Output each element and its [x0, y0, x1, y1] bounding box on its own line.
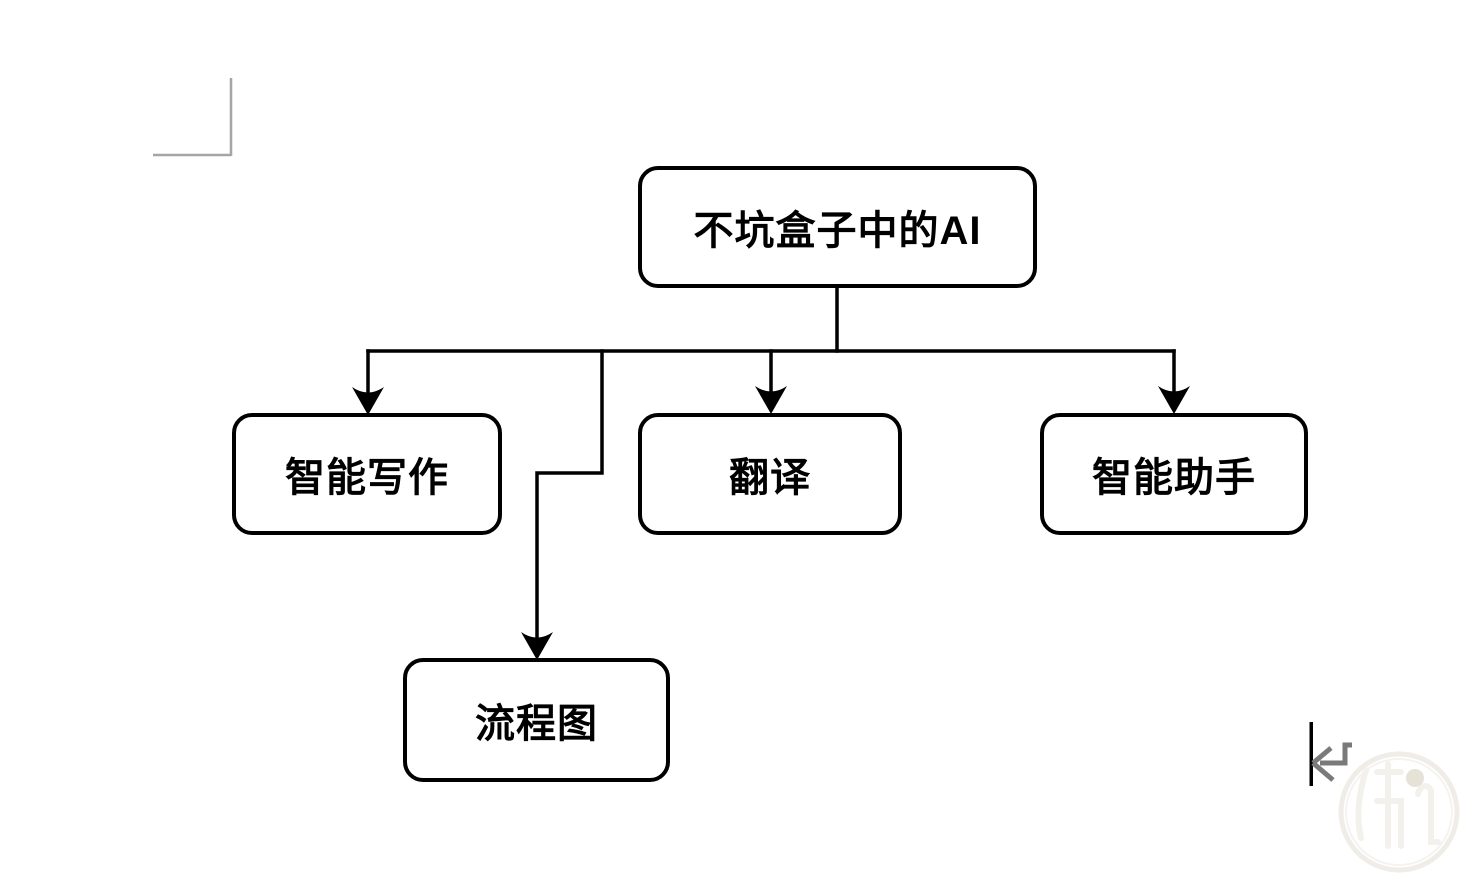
node-smart-assistant-label: 智能助手 — [1092, 456, 1256, 500]
node-root[interactable]: 不坑盒子中的AI — [638, 166, 1037, 288]
node-smart-assistant[interactable]: 智能助手 — [1040, 413, 1308, 535]
arrowhead-icon-translate — [755, 386, 787, 414]
node-smart-writing-label: 智能写作 — [285, 456, 449, 500]
watermark-dot — [1406, 769, 1424, 787]
text-cursor — [1309, 722, 1313, 786]
arrowhead-icon-smart-writing — [352, 387, 384, 415]
return-mark-stem — [1320, 742, 1352, 766]
page-margin-corner-mark — [153, 78, 233, 157]
return-mark-icon — [1311, 742, 1352, 782]
node-flowchart-label: 流程图 — [475, 702, 598, 746]
edge-branch-flowchart — [535, 349, 604, 638]
return-mark-arrow-lower — [1311, 761, 1335, 782]
node-translate-label: 翻译 — [729, 456, 811, 500]
watermark-glyph — [1355, 761, 1441, 849]
node-flowchart[interactable]: 流程图 — [403, 658, 670, 782]
arrowhead-icon-smart-assistant — [1158, 386, 1190, 414]
arrowhead-icon-flowchart — [521, 632, 553, 660]
node-smart-writing[interactable]: 智能写作 — [232, 413, 502, 535]
node-translate[interactable]: 翻译 — [638, 413, 902, 535]
return-mark-arrow-upper — [1311, 746, 1333, 765]
watermark-logo — [1338, 751, 1460, 873]
flowchart-arrowheads — [352, 386, 1190, 660]
flowchart-edges — [366, 286, 1176, 638]
node-root-label: 不坑盒子中的AI — [693, 209, 982, 253]
watermark-inner-ring — [1345, 758, 1453, 866]
watermark-ring — [1338, 751, 1460, 873]
